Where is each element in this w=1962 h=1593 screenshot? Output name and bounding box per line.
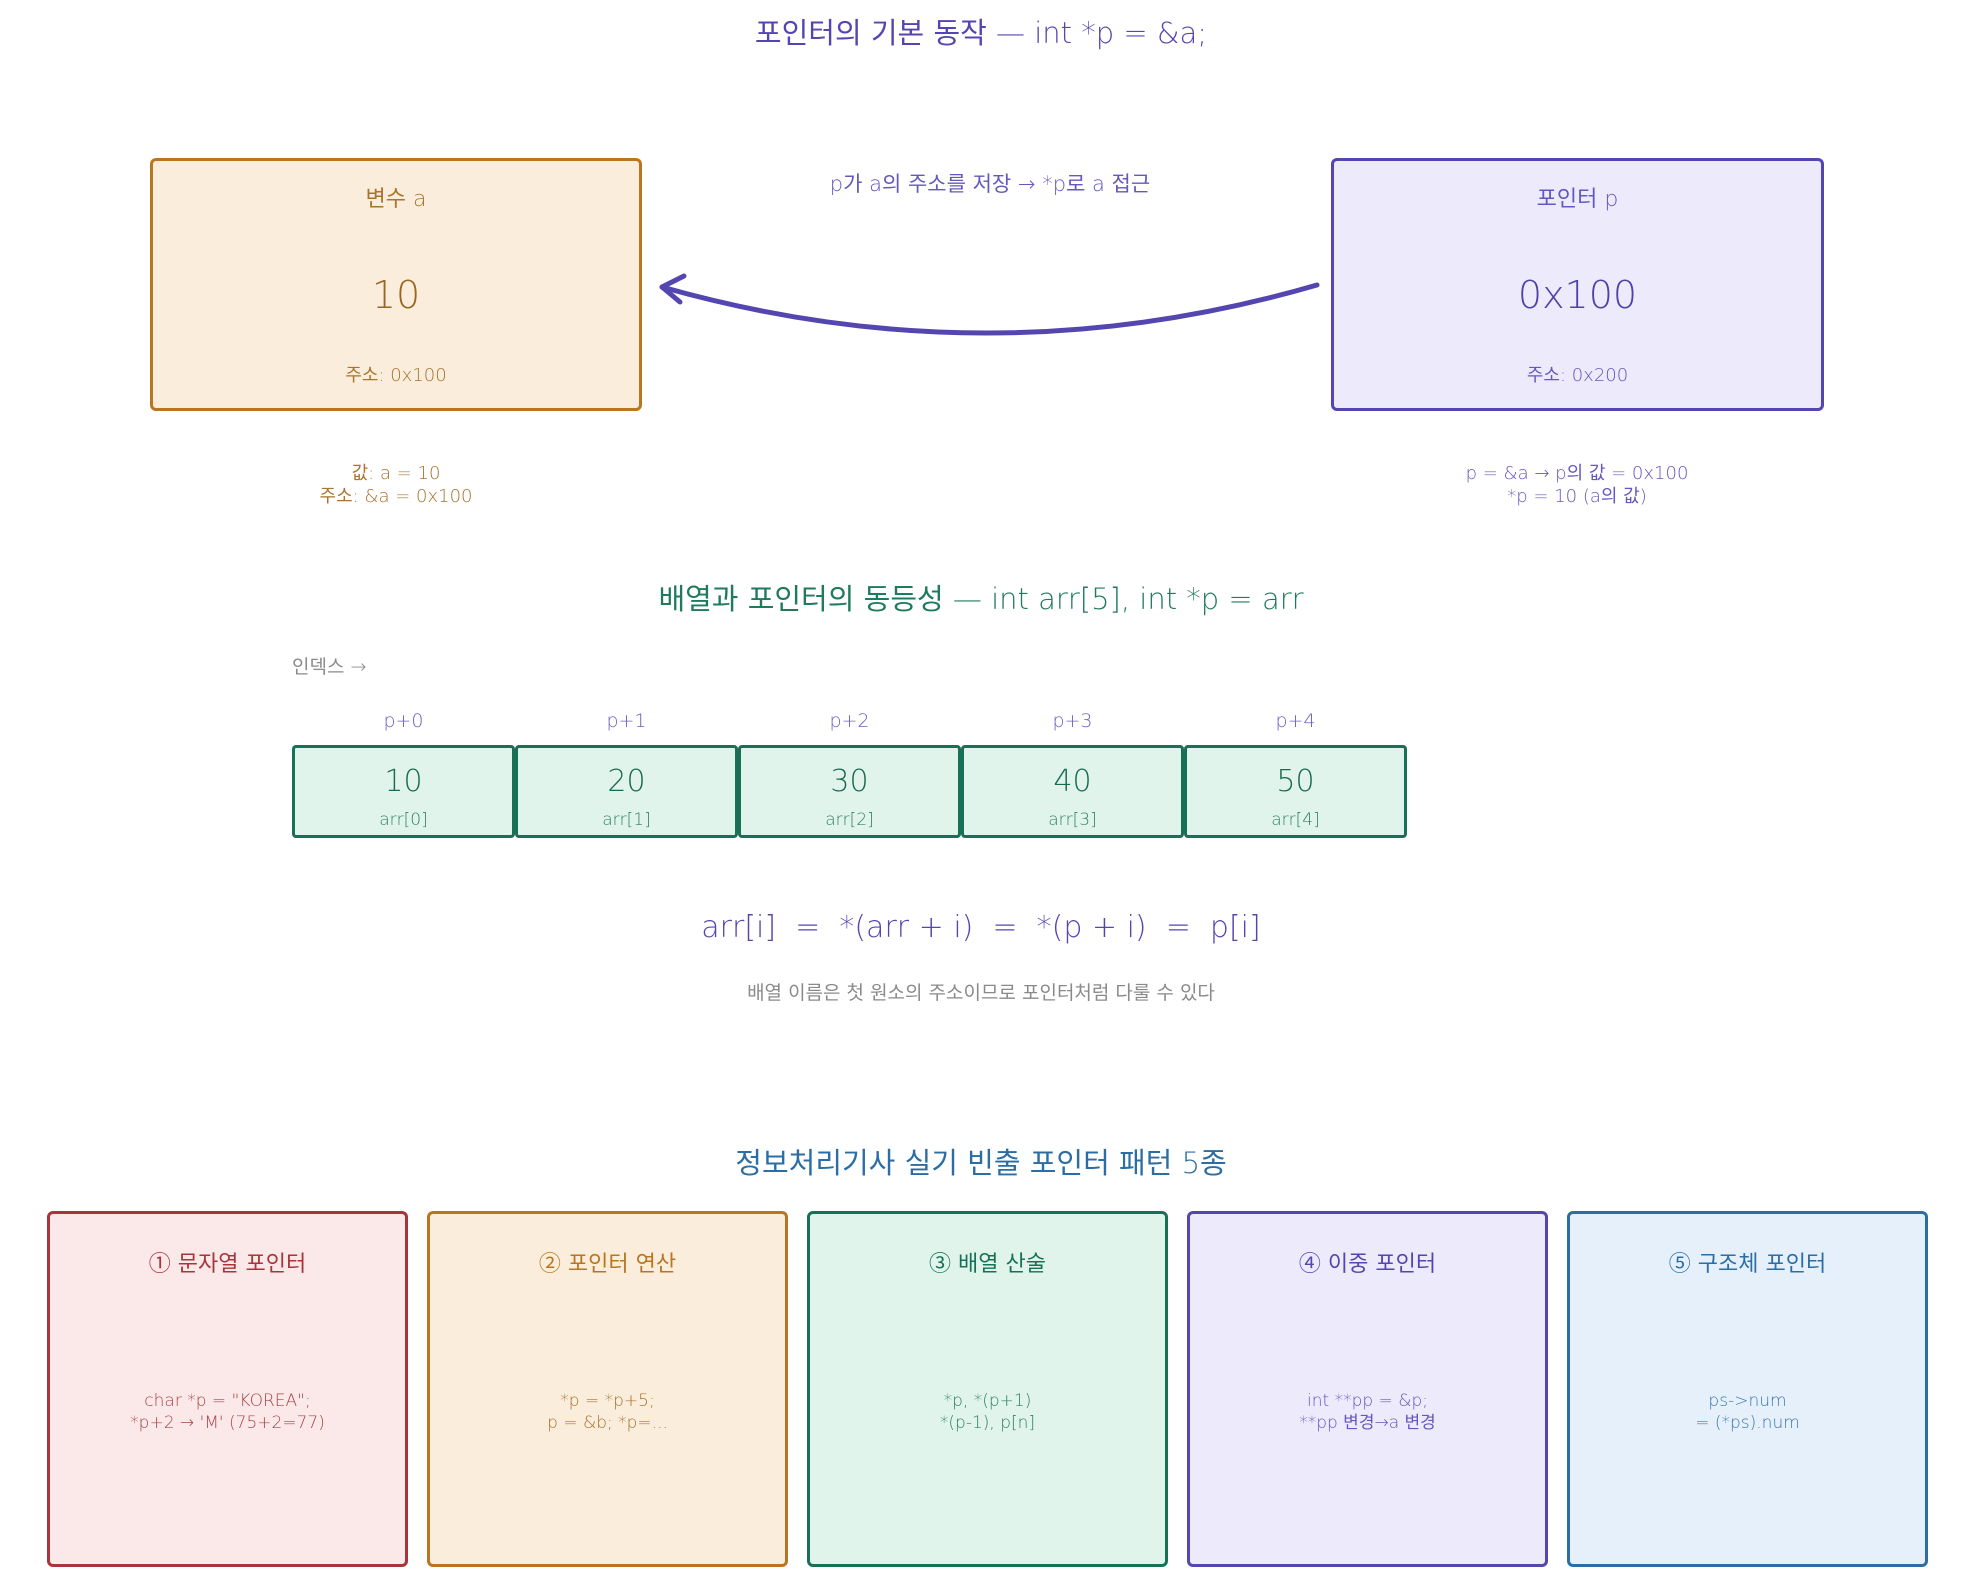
- array-cell-name: arr[3]: [1048, 810, 1097, 830]
- array-cell-value: 50: [1276, 764, 1315, 799]
- pointer-offset-label: p+0: [383, 710, 424, 732]
- section3-title: 정보처리기사 실기 빈출 포인터 패턴 5종: [735, 1146, 1227, 1180]
- pattern-code: char *p = "KOREA"; *p+2 → 'M' (75+2=77): [130, 1391, 325, 1434]
- pattern-title: ② 포인터 연산: [538, 1252, 677, 1277]
- pointer-arrow-curve: [659, 282, 1320, 336]
- pointer-offset-label: p+2: [829, 710, 870, 732]
- arrow-label: p가 a의 주소를 저장 → *p로 a 접근: [829, 172, 1151, 196]
- equivalence-formula: arr[i] = *(arr + i) = *(p + i) = p[i]: [701, 910, 1261, 945]
- array-cell-value: 20: [607, 764, 646, 799]
- array-cell-value: 40: [1053, 764, 1092, 799]
- pointer-p-box: 포인터 p 0x100 주소: 0x200: [1331, 158, 1824, 411]
- array-cell-value: 30: [830, 764, 869, 799]
- pattern-code: int **pp = &p; **pp 변경→a 변경: [1299, 1391, 1436, 1434]
- pattern-title: ④ 이중 포인터: [1298, 1252, 1437, 1277]
- pointer-p-value: 0x100: [1517, 273, 1638, 317]
- array-cell: 20 arr[1]: [515, 745, 738, 838]
- variable-a-box: 변수 a 10 주소: 0x100: [150, 158, 642, 411]
- section1-title: 포인터의 기본 동작 — int *p = &a;: [754, 16, 1208, 50]
- pattern-title: ③ 배열 산술: [929, 1252, 1046, 1277]
- section2-title: 배열과 포인터의 동등성 — int arr[5], int *p = arr: [658, 582, 1304, 616]
- pattern-code: ps->num = (*ps).num: [1695, 1391, 1800, 1434]
- pattern-card-pointer-arithmetic: ② 포인터 연산 *p = *p+5; p = &b; *p=...: [427, 1211, 788, 1567]
- array-cell: 40 arr[3]: [961, 745, 1184, 838]
- pointer-p-address: 주소: 0x200: [1526, 365, 1629, 386]
- variable-a-label: 변수 a: [365, 187, 427, 212]
- variable-a-note: 값: a = 10 주소: &a = 0x100: [319, 463, 473, 508]
- pointer-arrow: [659, 273, 1320, 336]
- array-cell: 50 arr[4]: [1184, 745, 1407, 838]
- pattern-title: ① 문자열 포인터: [148, 1252, 307, 1277]
- array-cell-name: arr[1]: [602, 810, 651, 830]
- pattern-card-string-pointer: ① 문자열 포인터 char *p = "KOREA"; *p+2 → 'M' …: [47, 1211, 408, 1567]
- array-cell: 10 arr[0]: [292, 745, 515, 838]
- array-cell-name: arr[2]: [825, 810, 874, 830]
- pattern-card-struct-pointer: ⑤ 구조체 포인터 ps->num = (*ps).num: [1567, 1211, 1928, 1567]
- variable-a-address: 주소: 0x100: [345, 365, 447, 386]
- equivalence-caption: 배열 이름은 첫 원소의 주소이므로 포인터처럼 다룰 수 있다: [747, 982, 1215, 1004]
- pointer-offset-label: p+4: [1275, 710, 1316, 732]
- pointer-p-label: 포인터 p: [1536, 187, 1619, 212]
- pattern-code: *p, *(p+1) *(p-1), p[n]: [939, 1391, 1036, 1434]
- array-cell-name: arr[0]: [379, 810, 428, 830]
- pointer-arrow-head: [659, 273, 687, 305]
- pointer-p-note: p = &a → p의 값 = 0x100 *p = 10 (a의 값): [1465, 463, 1689, 508]
- index-label: 인덱스 →: [292, 656, 367, 678]
- variable-a-value: 10: [371, 273, 421, 317]
- pattern-card-double-pointer: ④ 이중 포인터 int **pp = &p; **pp 변경→a 변경: [1187, 1211, 1548, 1567]
- array-cell: 30 arr[2]: [738, 745, 961, 838]
- pointer-offset-label: p+1: [606, 710, 647, 732]
- array-cell-value: 10: [384, 764, 423, 799]
- pattern-code: *p = *p+5; p = &b; *p=...: [547, 1391, 668, 1434]
- pattern-card-array-arithmetic: ③ 배열 산술 *p, *(p+1) *(p-1), p[n]: [807, 1211, 1168, 1567]
- array-cell-name: arr[4]: [1271, 810, 1320, 830]
- pattern-title: ⑤ 구조체 포인터: [1668, 1252, 1827, 1277]
- pointer-offset-label: p+3: [1052, 710, 1093, 732]
